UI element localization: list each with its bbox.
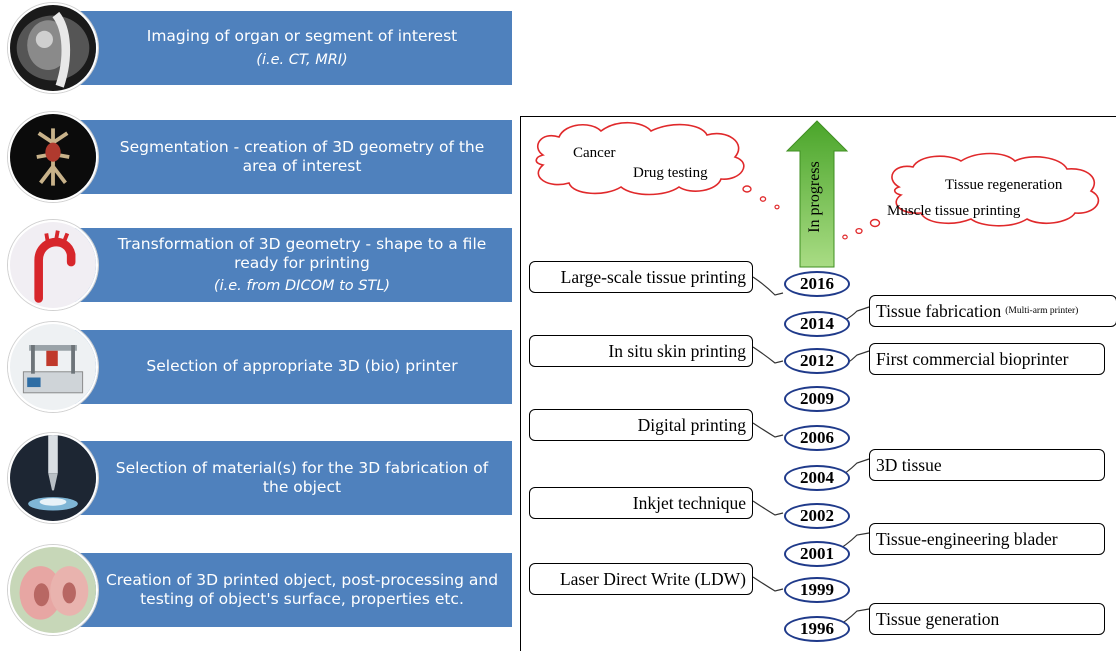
- step-text: Selection of appropriate 3D (bio) printe…: [146, 357, 458, 376]
- progress-arrow: [785, 120, 849, 268]
- event-left-2016: Large-scale tissue printing: [529, 261, 753, 293]
- event-label: Tissue-engineering blader: [876, 528, 1058, 549]
- connector-2012: [752, 346, 784, 364]
- event-left-1999: Laser Direct Write (LDW): [529, 563, 753, 595]
- timeline-graphics: [535, 120, 1100, 630]
- event-label: Tissue fabrication: [876, 300, 1002, 321]
- workflow-step-material: Selection of material(s) for the 3D fabr…: [62, 441, 512, 515]
- step-text: Selection of material(s) for the 3D fabr…: [115, 458, 489, 496]
- year-badge: 2004: [784, 465, 850, 491]
- connector-2016: [752, 276, 784, 296]
- event-label: 3D tissue: [876, 454, 942, 475]
- cloud-left-line2: Drug testing: [633, 165, 708, 181]
- event-label: Laser Direct Write (LDW): [559, 568, 746, 589]
- connector-1999: [752, 576, 784, 592]
- progress-arrow-label: In progress: [793, 147, 837, 247]
- workflow-step-imaging: Imaging of organ or segment of interest …: [62, 11, 512, 85]
- event-label: Digital printing: [637, 414, 746, 435]
- event-right-2009: First commercial bioprinter: [869, 343, 1105, 375]
- workflow-step-printer: Selection of appropriate 3D (bio) printe…: [62, 330, 512, 404]
- thought-bubble-dot: [742, 185, 752, 193]
- vessel-segmentation-icon: [8, 112, 98, 202]
- bioprinting-timeline: Cancer Drug testing Tissue regeneration …: [520, 116, 1116, 651]
- event-left-2002: Inkjet technique: [529, 487, 753, 519]
- step-subtext: (i.e. CT, MRI): [256, 51, 348, 68]
- event-right-1996: Tissue generation: [869, 603, 1105, 635]
- event-right-2004: 3D tissue: [869, 449, 1105, 481]
- event-label: Inkjet technique: [632, 492, 746, 513]
- year-badge: 2012: [784, 348, 850, 374]
- left-cloud-shape: [535, 121, 745, 196]
- step-text: Segmentation - creation of 3D geometry o…: [119, 137, 485, 175]
- ct-scan-icon: [8, 3, 98, 93]
- year-badge: 2006: [784, 425, 850, 451]
- thought-bubble-dot: [855, 227, 863, 235]
- workflow-step-segmentation: Segmentation - creation of 3D geometry o…: [62, 120, 512, 194]
- workflow-step-transformation: Transformation of 3D geometry - shape to…: [62, 228, 512, 302]
- connector-2002: [752, 500, 784, 516]
- event-label: In situ skin printing: [608, 340, 746, 361]
- year-badge: 2002: [784, 503, 850, 529]
- year-badge: 2009: [784, 386, 850, 412]
- cloud-right-line2: Muscle tissue printing: [887, 203, 1021, 219]
- thought-bubble-dot: [842, 234, 848, 240]
- step-text: Creation of 3D printed object, post-proc…: [105, 570, 499, 608]
- year-badge: 1996: [784, 616, 850, 642]
- connector-2006: [752, 422, 784, 438]
- event-right-2001: Tissue-engineering blader: [869, 523, 1105, 555]
- year-badge: 2016: [784, 271, 850, 297]
- event-label: Tissue generation: [876, 608, 1000, 629]
- aorta-model-icon: [8, 220, 98, 310]
- thought-bubble-dot: [774, 204, 780, 210]
- year-badge: 2001: [784, 541, 850, 567]
- thought-bubble-dot: [759, 196, 767, 202]
- bioprinter-icon: [8, 322, 98, 412]
- step-text: Imaging of organ or segment of interest: [146, 27, 458, 46]
- year-badge: 2014: [784, 311, 850, 337]
- step-text: Transformation of 3D geometry - shape to…: [117, 234, 487, 272]
- right-cloud-shape: [891, 152, 1100, 227]
- progress-arrow-text: In progress: [806, 161, 824, 233]
- step-subtext: (i.e. from DICOM to STL): [213, 278, 391, 295]
- workflow-step-creation: Creation of 3D printed object, post-proc…: [62, 553, 512, 627]
- syringe-nozzle-icon: [8, 433, 98, 523]
- thought-bubble-dot: [869, 218, 881, 228]
- printed-tissue-icon: [8, 545, 98, 635]
- event-left-2012: In situ skin printing: [529, 335, 753, 367]
- cloud-left-line1: Cancer: [573, 145, 616, 161]
- event-left-2006: Digital printing: [529, 409, 753, 441]
- event-right-2014: Tissue fabrication (Multi-arm printer): [869, 295, 1116, 327]
- event-note: (Multi-arm printer): [1005, 306, 1079, 316]
- year-badge: 1999: [784, 577, 850, 603]
- event-label: First commercial bioprinter: [876, 348, 1069, 369]
- event-label: Large-scale tissue printing: [560, 266, 746, 287]
- cloud-right-line1: Tissue regeneration: [945, 177, 1063, 193]
